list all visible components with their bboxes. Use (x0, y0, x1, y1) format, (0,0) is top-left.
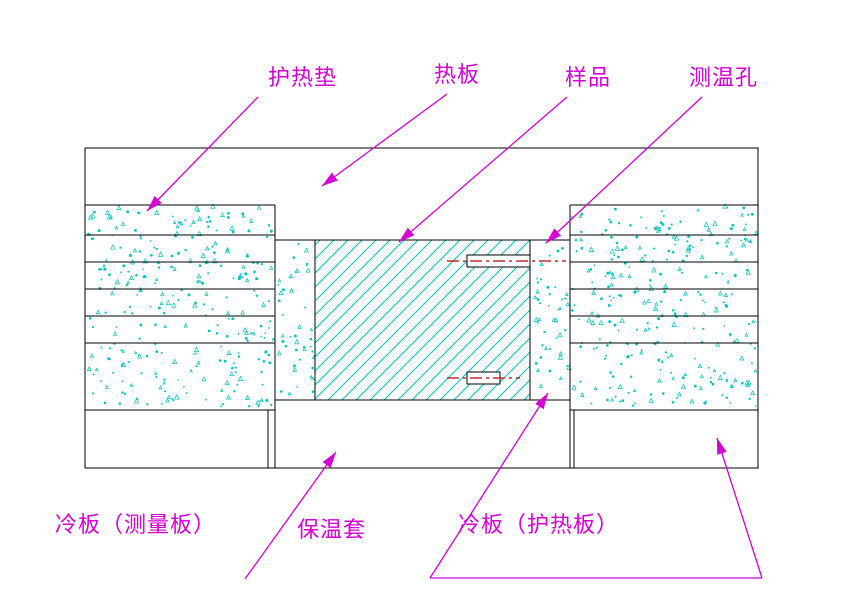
label-hot-plate: 热板 (434, 62, 481, 87)
arrowhead-temp-hole (546, 228, 562, 243)
leader-insulation-sleeve (244, 451, 337, 580)
leader-temp-hole (545, 96, 703, 244)
arrowhead-specimen (399, 227, 415, 242)
right-guard-stack (570, 234, 758, 344)
leader-guard-pad (146, 96, 259, 212)
arrowhead-guard-pad (147, 196, 162, 211)
arrowhead-cold-plate-guard-b (717, 438, 727, 455)
arrowhead-cold-plate-guard-a (535, 393, 548, 410)
label-insulation-sleeve: 保温套 (297, 517, 367, 542)
leader-cold-plate-guard-b (716, 437, 763, 579)
temp-measure-holes (447, 254, 566, 385)
label-temp-hole: 测温孔 (689, 65, 759, 90)
arrowhead-hot-plate (322, 172, 338, 186)
outer-frame (84, 147, 759, 469)
label-cold-plate-measuring: 冷板（测量板） (55, 512, 217, 537)
label-cold-plate-guard: 冷板（护热板） (458, 512, 620, 537)
left-guard-stack (85, 234, 275, 344)
leader-hot-plate (321, 93, 448, 187)
leader-lines (146, 93, 763, 580)
leader-specimen (398, 96, 568, 243)
label-specimen: 样品 (565, 65, 612, 90)
arrowhead-insulation-sleeve (322, 452, 336, 468)
label-guard-pad: 护热垫 (268, 65, 338, 90)
leader-cold-plate-guard-a (429, 392, 549, 579)
